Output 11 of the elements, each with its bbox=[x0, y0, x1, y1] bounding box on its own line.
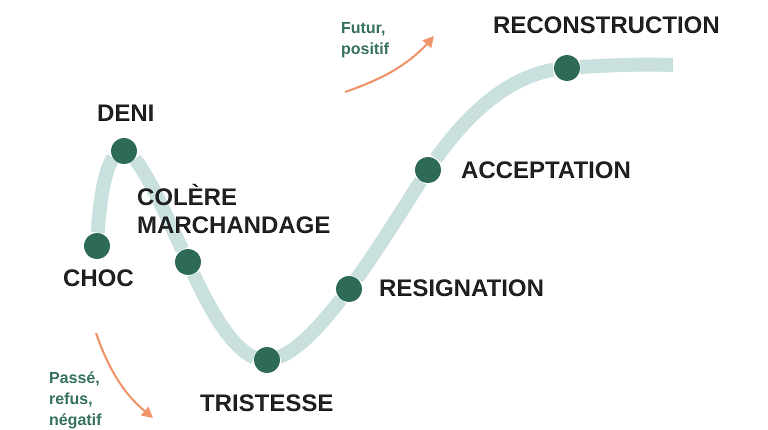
curve-line bbox=[350, 174, 428, 285]
stage-label: ACCEPTATION bbox=[461, 159, 631, 183]
stage-label: RECONSTRUCTION bbox=[493, 14, 720, 38]
stage-label: TRISTESSE bbox=[200, 392, 334, 416]
direction-note: Passé, refus, négatif bbox=[49, 369, 102, 430]
stage-label: CHOC bbox=[63, 267, 134, 291]
stage-label: COLÈRE bbox=[137, 186, 238, 210]
stage-label: MARCHANDAGE bbox=[137, 214, 330, 238]
stage-label: DENI bbox=[97, 102, 154, 126]
stage-label: RESIGNATION bbox=[379, 277, 544, 301]
direction-note: Futur, positif bbox=[341, 19, 390, 60]
